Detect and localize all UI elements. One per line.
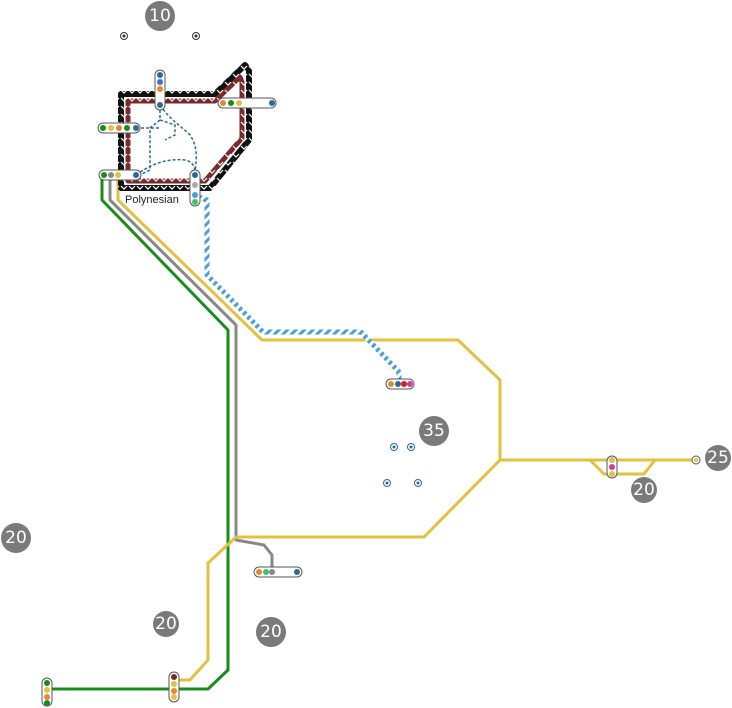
- station-far-west-vertical[interactable]: [41, 677, 53, 707]
- svg-text:20: 20: [260, 622, 282, 642]
- blue-hatched-line: [195, 193, 402, 383]
- badge-20-south-b: 20: [256, 617, 286, 647]
- badge-10: 10: [145, 1, 175, 31]
- yellow-line: [116, 175, 696, 682]
- svg-text:35: 35: [423, 421, 445, 441]
- station-polynesian-vertical[interactable]: [189, 169, 201, 207]
- gray-line: [108, 175, 274, 572]
- station-epcot-area[interactable]: [385, 378, 415, 390]
- black-monorail-loop: [118, 62, 252, 191]
- dotted-path-b: [135, 127, 196, 176]
- station-northeast-resort[interactable]: [217, 97, 277, 109]
- station-north-vertical[interactable]: [154, 69, 166, 111]
- isolated-stops: [120, 32, 422, 487]
- badge-35: 35: [419, 416, 449, 446]
- svg-text:25: 25: [707, 448, 729, 468]
- svg-text:20: 20: [155, 614, 177, 634]
- station-east-terminal[interactable]: [691, 455, 701, 465]
- station-label-polynesian: Polynesian: [125, 194, 179, 206]
- station-polynesian-group[interactable]: [98, 169, 142, 181]
- badge-20-east: 20: [631, 477, 657, 503]
- badge-25: 25: [705, 445, 731, 471]
- svg-text:20: 20: [5, 528, 27, 548]
- badge-20-west: 20: [1, 523, 31, 553]
- dotted-path-a: [139, 105, 176, 176]
- dotted-path-c: [159, 104, 197, 176]
- station-southwest-vertical[interactable]: [168, 671, 180, 703]
- station-west-resort[interactable]: [97, 122, 141, 134]
- svg-text:10: 10: [149, 6, 171, 26]
- svg-text:20: 20: [633, 480, 655, 500]
- badge-20-south-a: 20: [153, 611, 179, 637]
- green-line: [47, 175, 230, 691]
- station-south-capsule[interactable]: [253, 566, 303, 578]
- maroon-monorail-loop: [125, 74, 245, 184]
- station-east-vertical[interactable]: [606, 455, 618, 479]
